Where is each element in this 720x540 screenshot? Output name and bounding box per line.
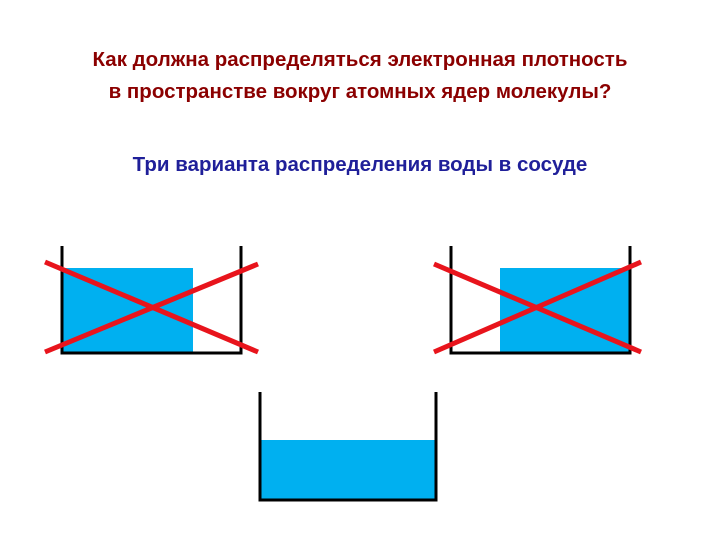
vessel-left-cross-stroke-2 [44,261,259,355]
vessel-left [44,246,259,355]
vessel-right-cross-stroke-2 [433,259,642,355]
slide-title: Как должна распределяться электронная пл… [0,44,720,108]
slide-title-line-1: Как должна распределяться электронная пл… [92,48,628,71]
slide-title-line-2: в пространстве вокруг атомных ядер молек… [108,80,612,103]
vessel-right [433,246,642,355]
vessel-right-walls [449,246,632,355]
vessel-bottom-water [260,440,436,500]
slide-subtitle: Три варианта распределения воды в сосуде [132,153,588,176]
vessel-bottom-walls [258,392,438,502]
vessel-bottom [258,392,438,502]
vessel-left-water [62,268,193,353]
vessel-left-walls [60,246,243,355]
